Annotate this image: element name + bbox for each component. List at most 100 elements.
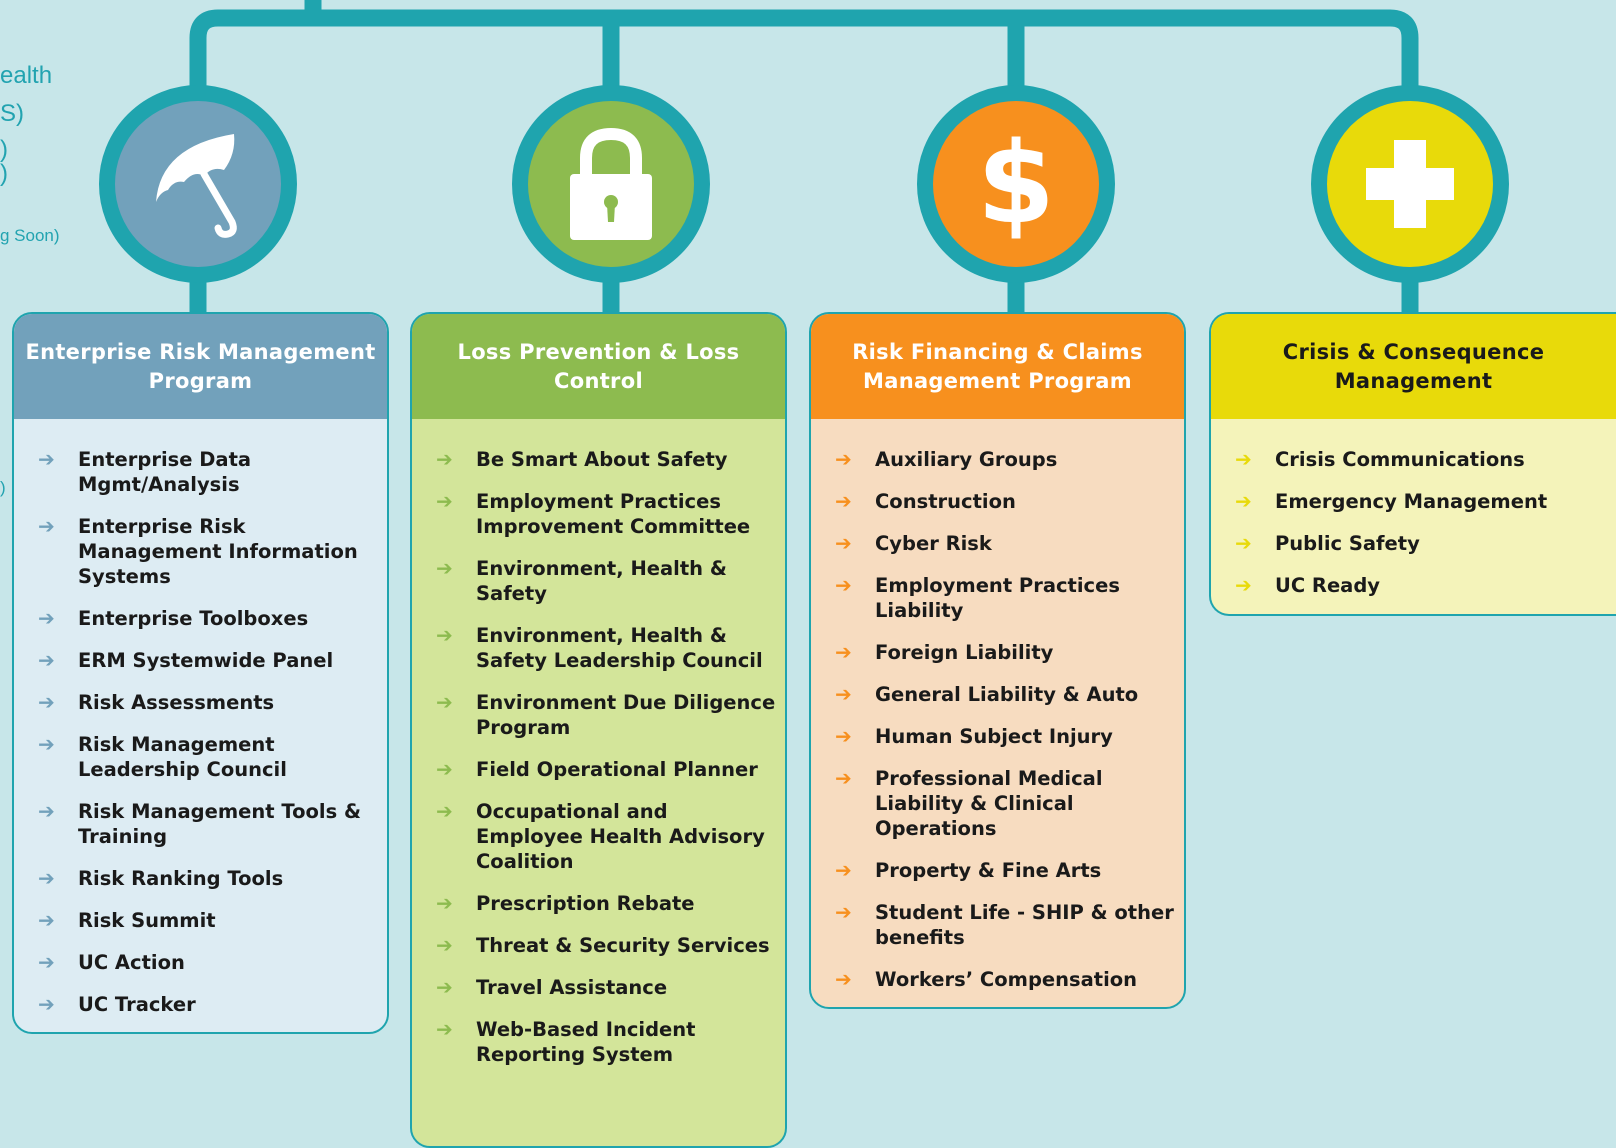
list-item[interactable]: ➔Field Operational Planner — [412, 757, 785, 782]
list-item[interactable]: ➔Emergency Management — [1211, 489, 1616, 514]
list-item[interactable]: ➔ Be Smart About Safety — [412, 447, 785, 472]
list-item[interactable]: ➔Web-Based Incident Reporting System — [412, 1017, 785, 1067]
horizontal-bus-line — [189, 9, 1419, 45]
list-item[interactable]: ➔ Travel Assistance — [412, 975, 785, 1000]
side-text-line-1: ealth — [0, 62, 53, 89]
list-item[interactable]: ➔Risk Ranking Tools — [14, 866, 387, 891]
list-item-label: Enterprise Data Mgmt/Analysis — [78, 448, 252, 496]
crisis-management-column: Crisis & Consequence Management ➔ Crisis … — [1209, 312, 1616, 616]
list-item[interactable]: ➔ Prescription Rebate — [412, 891, 785, 916]
arrow-icon: ➔ — [38, 799, 55, 823]
list-item-label: Be Smart About Safety — [476, 448, 728, 471]
arrow-icon: ➔ — [1235, 531, 1252, 555]
list-item[interactable]: ➔ Environment, Health & Safety Leadership… — [412, 623, 785, 673]
list-item-label: Environment Due Diligence Program — [476, 691, 776, 739]
list-item[interactable]: ➔ Foreign Liability — [811, 640, 1184, 665]
item-list: ➔Enterprise Data Mgmt/Analysis ➔Enterpri… — [14, 419, 387, 1017]
list-item-label: Prescription Rebate — [476, 892, 695, 915]
list-item[interactable]: ➔ Risk Management Tools & Training — [14, 799, 387, 849]
arrow-icon: ➔ — [436, 891, 453, 915]
list-item[interactable]: ➔Risk Management Leadership Council — [14, 732, 387, 782]
arrow-icon: ➔ — [436, 690, 453, 714]
list-item[interactable]: ➔ Cyber Risk — [811, 531, 1184, 556]
list-item-label: Travel Assistance — [476, 976, 668, 999]
loss-circle — [512, 85, 710, 283]
arrow-icon: ➔ — [835, 724, 852, 748]
list-item-label: Crisis Communications — [1275, 448, 1525, 471]
list-item[interactable]: ➔Enterprise Risk Management Information … — [14, 514, 387, 589]
list-item[interactable]: ➔ Environment Due Diligence Program — [412, 690, 785, 740]
side-text-line-3: ) — [0, 136, 8, 163]
arrow-icon: ➔ — [38, 690, 55, 714]
list-item-label: Employment Practices Liability — [875, 574, 1120, 622]
list-item-label: Environment, Health & Safety Leadership … — [476, 624, 763, 672]
list-item[interactable]: ➔Employment Practices Improvement Commit… — [412, 489, 785, 539]
enterprise-risk-column: Enterprise Risk Management Program ➔Ente… — [12, 312, 389, 1034]
list-item[interactable]: ➔ Public Safety — [1211, 531, 1616, 556]
list-item[interactable]: ➔Auxiliary Groups — [811, 447, 1184, 472]
list-item-label: Property & Fine Arts — [875, 859, 1102, 882]
list-item[interactable]: ➔Risk Assessments — [14, 690, 387, 715]
arrow-icon: ➔ — [38, 908, 55, 932]
column-header: Enterprise Risk Management Program — [14, 314, 387, 419]
list-item-label: Risk Ranking Tools — [78, 867, 284, 890]
list-item-label: Threat & Security Services — [476, 934, 770, 957]
list-item[interactable]: ➔Student Life - SHIP & other benefits — [811, 900, 1184, 950]
arrow-icon: ➔ — [436, 623, 453, 647]
list-item[interactable]: ➔UC Tracker — [14, 992, 387, 1017]
list-item[interactable]: ➔ERM Systemwide Panel — [14, 648, 387, 673]
list-item-label: Risk Summit — [78, 909, 216, 932]
list-item[interactable]: ➔ Risk Summit — [14, 908, 387, 933]
arrow-icon: ➔ — [436, 975, 453, 999]
list-item[interactable]: ➔Employment Practices Liability — [811, 573, 1184, 623]
arrow-icon: ➔ — [436, 447, 453, 471]
arrow-icon: ➔ — [835, 858, 852, 882]
padlock-icon — [570, 127, 652, 240]
list-item-label: Cyber Risk — [875, 532, 992, 555]
list-item[interactable]: ➔ Professional Medical Liability & Clinic… — [811, 766, 1184, 841]
column-title: Crisis & Consequence Management — [1282, 339, 1545, 393]
list-item[interactable]: ➔ Crisis Communications — [1211, 447, 1616, 472]
loss-prevention-column: Loss Prevention & Loss Control ➔ Be Smart… — [410, 312, 787, 1148]
list-item[interactable]: ➔Occupational and Employee Health Adviso… — [412, 799, 785, 874]
arrow-icon: ➔ — [835, 531, 852, 555]
column-title: Loss Prevention & Loss Control — [457, 339, 740, 393]
list-item[interactable]: ➔ Threat & Security Services — [412, 933, 785, 958]
list-item[interactable]: ➔ Enterprise Data Mgmt/Analysis — [14, 447, 387, 497]
list-item-label: Risk Management Tools & Training — [78, 800, 361, 848]
list-item[interactable]: ➔Environment, Health & Safety — [412, 556, 785, 606]
arrow-icon: ➔ — [436, 489, 453, 513]
item-list: ➔ Be Smart About Safety ➔Employment Pract… — [412, 419, 785, 1067]
column-header: Loss Prevention & Loss Control — [412, 314, 785, 419]
list-item[interactable]: ➔UC Action — [14, 950, 387, 975]
arrow-icon: ➔ — [38, 648, 55, 672]
list-item-label: Enterprise Toolboxes — [78, 607, 309, 630]
arrow-icon: ➔ — [436, 556, 453, 580]
list-item[interactable]: ➔General Liability & Auto — [811, 682, 1184, 707]
umbrella-icon — [156, 134, 237, 238]
arrow-icon: ➔ — [835, 766, 852, 790]
arrow-icon: ➔ — [436, 933, 453, 957]
column-header: Crisis & Consequence Management — [1211, 314, 1616, 419]
list-item[interactable]: ➔Enterprise Toolboxes — [14, 606, 387, 631]
list-item[interactable]: ➔Construction — [811, 489, 1184, 514]
list-item-label: UC Ready — [1275, 574, 1381, 597]
arrow-icon: ➔ — [1235, 447, 1252, 471]
arrow-icon: ➔ — [38, 447, 55, 471]
arrow-icon: ➔ — [835, 900, 852, 924]
list-item-label: Occupational and Employee Health Advisor… — [476, 800, 765, 873]
crisis-circle — [1311, 85, 1509, 283]
list-item[interactable]: ➔Human Subject Injury — [811, 724, 1184, 749]
list-item[interactable]: ➔ Property & Fine Arts — [811, 858, 1184, 883]
arrow-icon: ➔ — [38, 992, 55, 1016]
list-item-label: Public Safety — [1275, 532, 1420, 555]
side-text-line-2: S) — [0, 100, 24, 127]
list-item[interactable]: ➔Workers’ Compensation — [811, 967, 1184, 992]
list-item-label: Foreign Liability — [875, 641, 1054, 664]
list-item-label: Enterprise Risk Management Information S… — [78, 515, 358, 588]
list-item-label: Professional Medical Liability & Clinica… — [875, 767, 1103, 840]
arrow-icon: ➔ — [835, 640, 852, 664]
list-item[interactable]: ➔UC Ready — [1211, 573, 1616, 598]
arrow-icon: ➔ — [835, 489, 852, 513]
side-text-line-5: g Soon) — [0, 226, 60, 245]
